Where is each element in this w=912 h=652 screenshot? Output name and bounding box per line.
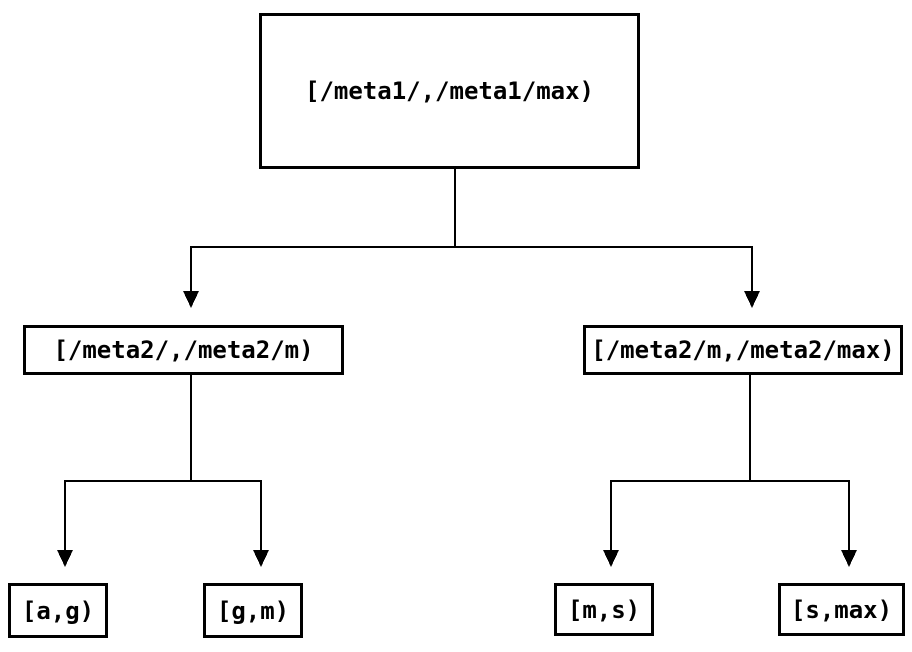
arrowhead-to-left-left-node (57, 550, 73, 567)
arrowhead-to-right-node (744, 291, 760, 308)
edge-right-to-children (603, 375, 857, 567)
arrowhead-to-right-right-node (841, 550, 857, 567)
arrowhead-to-left-right-node (253, 550, 269, 567)
node-left-label: [/meta2/,/meta2/m) (53, 336, 314, 364)
edge-root-to-children (183, 169, 760, 308)
node-right-left: [m,s) (554, 583, 654, 636)
arrowhead-to-right-left-node (603, 550, 619, 567)
node-root: [/meta1/,/meta1/max) (259, 13, 640, 169)
node-left-right-label: [g,m) (216, 596, 290, 625)
node-root-label: [/meta1/,/meta1/max) (305, 77, 594, 105)
node-left: [/meta2/,/meta2/m) (23, 325, 344, 375)
node-right: [/meta2/m,/meta2/max) (583, 325, 903, 375)
node-right-label: [/meta2/m,/meta2/max) (591, 336, 895, 364)
edge-left-to-children (57, 375, 269, 567)
arrowhead-to-left-node (183, 291, 199, 308)
node-right-right-label: [s,max) (790, 595, 893, 624)
node-left-left-label: [a,g) (21, 596, 95, 625)
node-right-left-label: [m,s) (567, 595, 641, 624)
node-right-right: [s,max) (778, 583, 905, 636)
node-left-left: [a,g) (8, 583, 108, 638)
node-left-right: [g,m) (203, 583, 303, 638)
